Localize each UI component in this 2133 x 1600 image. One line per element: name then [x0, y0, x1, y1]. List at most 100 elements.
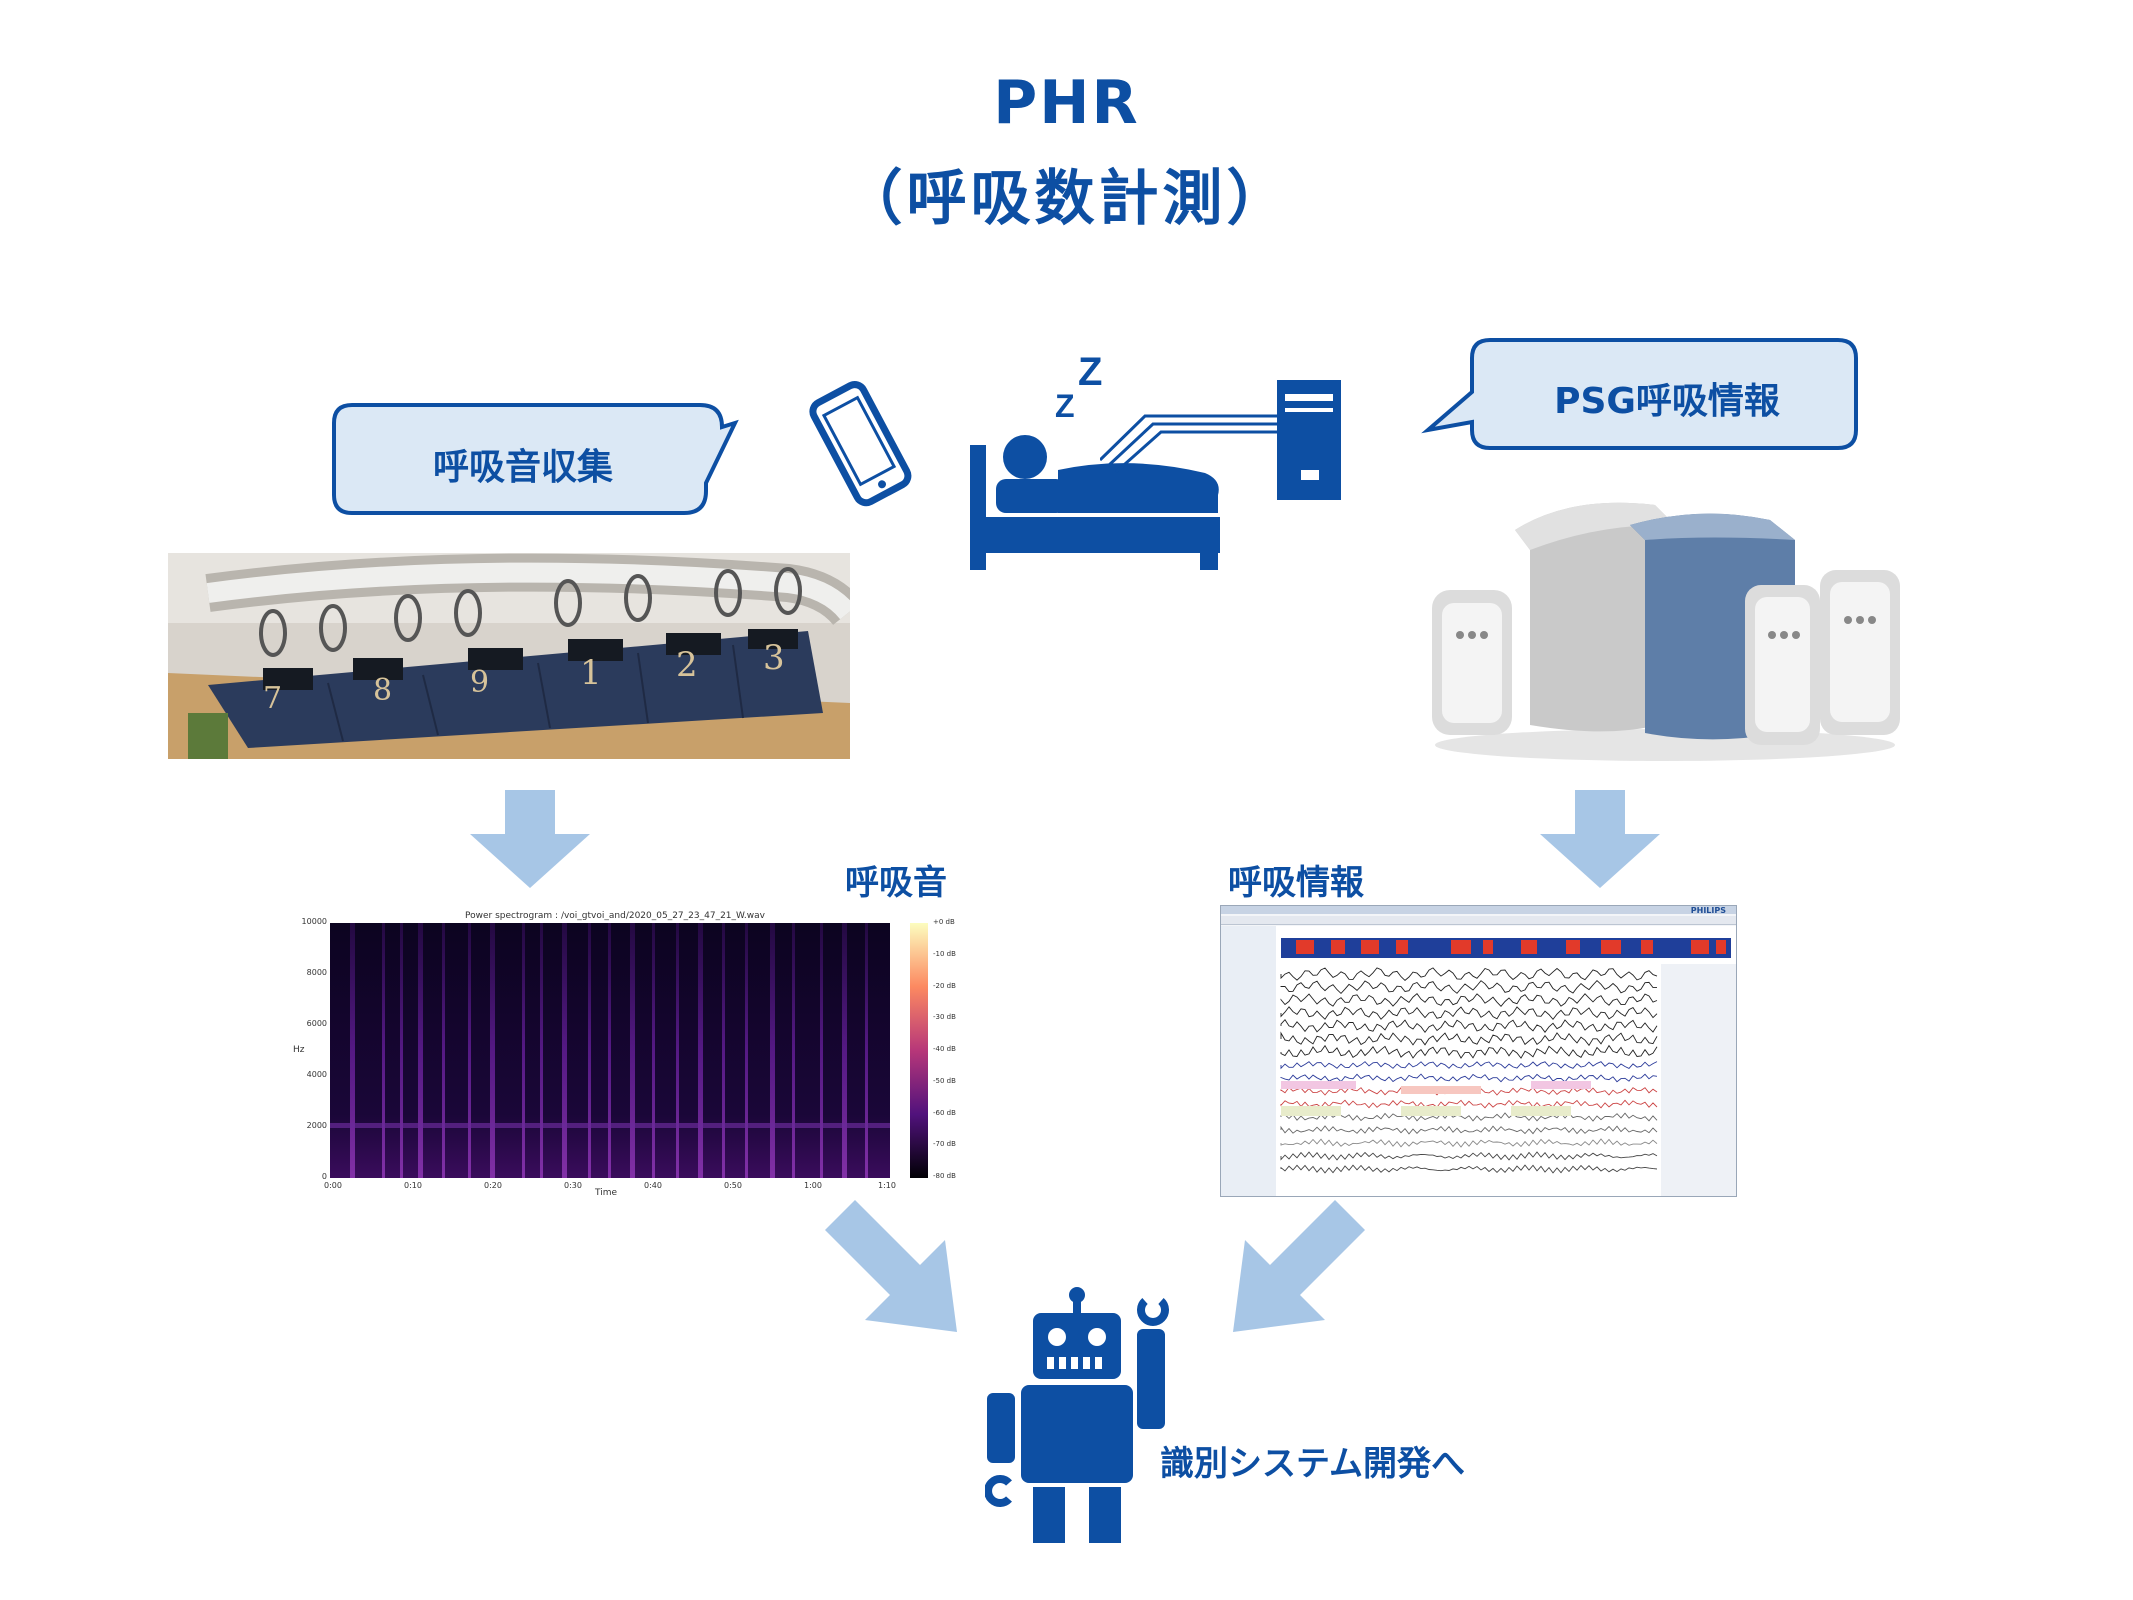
psg-trace-line — [1280, 967, 1658, 982]
spectrogram-xlabel: Time — [595, 1188, 618, 1198]
breath-sound-label: 呼吸音 — [845, 863, 947, 903]
psg-device-photo — [1420, 485, 1910, 765]
spectrogram-yticks: 10000 8000 6000 4000 2000 0 — [297, 917, 327, 1181]
brand-logo: PHILIPS — [1690, 906, 1726, 915]
x-tick: 0:40 — [644, 1181, 662, 1190]
x-tick: 0:00 — [324, 1181, 342, 1190]
bubble-left-label: 呼吸音収集 — [432, 447, 613, 488]
bed-rail-pocket-photo: 7 8 9 1 2 3 — [168, 553, 850, 759]
hypnogram-block — [1331, 940, 1345, 954]
x-tick: 0:20 — [484, 1181, 502, 1190]
psg-trace-line — [1280, 1006, 1658, 1021]
spectrogram-streak — [865, 923, 868, 1178]
psg-trace-line — [1280, 1073, 1658, 1083]
y-tick: 2000 — [306, 1121, 327, 1130]
pocket-number: 1 — [580, 653, 602, 693]
spectrogram-streak — [382, 923, 385, 1178]
spectrogram-streak — [608, 923, 611, 1178]
hypnogram-block — [1566, 940, 1580, 954]
spectrogram-streak — [418, 923, 423, 1178]
psg-trace-line — [1280, 1125, 1658, 1135]
x-tick: 0:50 — [724, 1181, 742, 1190]
spectrogram-plot — [330, 923, 890, 1178]
colorbar-tick: -20 dB — [933, 982, 956, 990]
down-arrow-left-icon — [470, 790, 590, 888]
spectrogram-streak — [722, 923, 725, 1178]
spectrogram-streak — [350, 923, 355, 1178]
colorbar-tick: -80 dB — [933, 1172, 956, 1180]
psg-trace-line — [1280, 1018, 1658, 1034]
hypnogram-block — [1641, 940, 1653, 954]
spectrogram-streak — [468, 923, 471, 1178]
hypnogram-block — [1296, 940, 1314, 954]
hypnogram-block — [1361, 940, 1379, 954]
diagonal-arrow-right-icon — [1233, 1200, 1365, 1332]
goal-label: 識別システム開発へ — [1160, 1444, 1465, 1484]
bubble-right-label: PSG呼吸情報 — [1554, 381, 1780, 422]
y-tick: 6000 — [306, 1019, 327, 1028]
hypnogram-block — [1451, 940, 1471, 954]
colorbar-ticks: +0 dB -10 dB -20 dB -30 dB -40 dB -50 dB… — [933, 918, 983, 1180]
psg-trace-line — [1280, 1099, 1658, 1109]
svg-text:Z: Z — [1078, 350, 1102, 394]
psg-software-screenshot: PHILIPS — [1220, 905, 1737, 1197]
menu-bar — [1221, 916, 1736, 925]
psg-trace-line — [1280, 1151, 1658, 1161]
spectrogram-streak — [588, 923, 591, 1178]
spectrogram-streak — [562, 923, 567, 1178]
cable-lines — [1100, 414, 1280, 474]
spectrogram-streak — [442, 923, 445, 1178]
down-arrow-right-icon — [1540, 790, 1660, 888]
spectrogram-streak — [770, 923, 775, 1178]
page-title: PHR — [993, 68, 1140, 138]
spectrogram-streak — [745, 923, 748, 1178]
y-tick: 10000 — [301, 917, 327, 926]
psg-trace-line — [1280, 1061, 1658, 1070]
y-tick: 8000 — [306, 968, 327, 977]
colorbar-tick: -50 dB — [933, 1077, 956, 1085]
colorbar-tick: -40 dB — [933, 1045, 956, 1053]
colorbar-tick: -60 dB — [933, 1109, 956, 1117]
hypnogram-block — [1691, 940, 1709, 954]
psg-trace-area — [1221, 926, 1736, 1196]
psg-trace-line — [1280, 1044, 1658, 1059]
spectrogram-streak — [400, 923, 403, 1178]
x-tick: 1:00 — [804, 1181, 822, 1190]
spectrogram-streak — [820, 923, 823, 1178]
x-tick: 0:10 — [404, 1181, 422, 1190]
spectrogram-title: Power spectrogram : /voi_gtvoi_and/2020_… — [465, 911, 765, 921]
hypnogram-block — [1601, 940, 1621, 954]
psg-trace-line — [1280, 979, 1658, 995]
colorbar-tick: -30 dB — [933, 1013, 956, 1021]
spectrogram-streak — [676, 923, 679, 1178]
psg-trace-line — [1280, 993, 1658, 1007]
spectrogram-xticks: 0:00 0:10 0:20 0:30 0:40 0:50 1:00 1:10 — [324, 1181, 896, 1193]
colorbar-tick: -10 dB — [933, 950, 956, 958]
spectrogram-streak — [698, 923, 703, 1178]
diagonal-arrow-left-icon — [825, 1200, 957, 1332]
psg-trace-line — [1280, 1031, 1658, 1047]
sleeping-person-icon: Z Z — [970, 350, 1220, 570]
smartphone-icon — [809, 381, 912, 507]
pocket-number: 3 — [763, 638, 785, 678]
spectrogram-streak — [490, 923, 495, 1178]
hypnogram-block — [1396, 940, 1408, 954]
y-tick: 0 — [321, 1172, 327, 1181]
hypnogram-block — [1521, 940, 1537, 954]
svg-text:Z: Z — [1055, 388, 1075, 424]
speech-bubble-right — [1421, 338, 1858, 450]
spectrogram-ylabel: Hz — [293, 1045, 305, 1055]
robot-icon — [985, 1287, 1169, 1543]
spectrogram-streak — [792, 923, 795, 1178]
pocket-number: 2 — [676, 645, 698, 685]
breath-info-label: 呼吸情報 — [1228, 863, 1364, 903]
pocket-number: 7 — [263, 681, 283, 716]
x-tick: 0:30 — [564, 1181, 582, 1190]
pocket-number: 9 — [470, 665, 490, 700]
spectrogram-streak — [652, 923, 655, 1178]
hypnogram-block — [1716, 940, 1726, 954]
pocket-number: 8 — [373, 673, 393, 708]
colorbar-tick: +0 dB — [933, 918, 955, 926]
x-tick: 1:10 — [878, 1181, 896, 1190]
spectrogram-streak — [522, 923, 525, 1178]
